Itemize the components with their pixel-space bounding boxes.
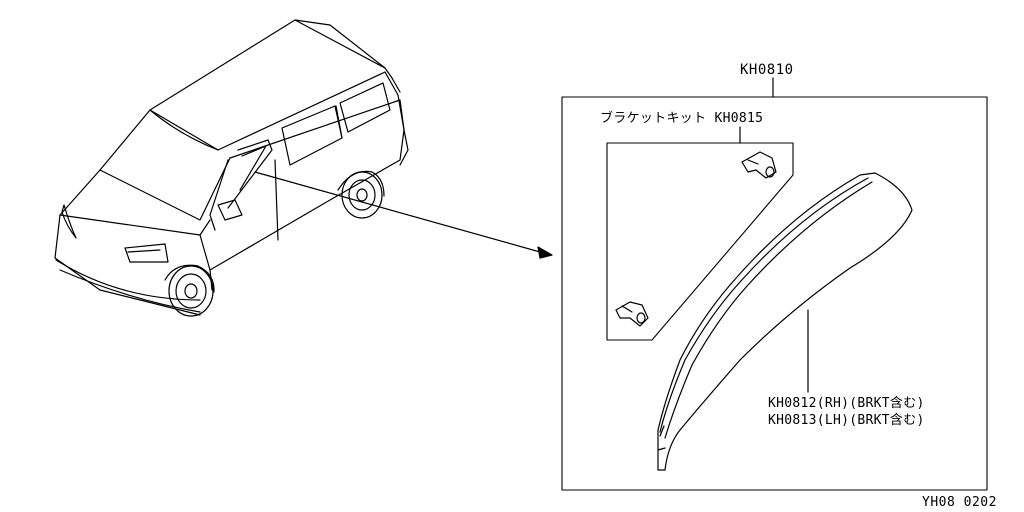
figure-code: YH08 0202 bbox=[922, 495, 997, 510]
bracket-kit-box bbox=[606, 142, 794, 341]
assembly-box bbox=[561, 96, 988, 491]
visor-lh-label: KH0813(LH)(BRKT含む) bbox=[768, 412, 925, 428]
minivan-icon bbox=[54, 19, 409, 317]
bracket-kit-label: ブラケットキット KH0815 bbox=[600, 110, 763, 126]
door-visor-icon bbox=[657, 172, 913, 471]
bracket-clip-icon bbox=[741, 151, 777, 179]
assembly-part-number: KH0810 bbox=[740, 62, 794, 78]
bracket-clip-icon bbox=[615, 301, 649, 327]
visor-rh-label: KH0812(RH)(BRKT含む) bbox=[768, 395, 925, 411]
leader-arrow-icon bbox=[254, 171, 553, 259]
